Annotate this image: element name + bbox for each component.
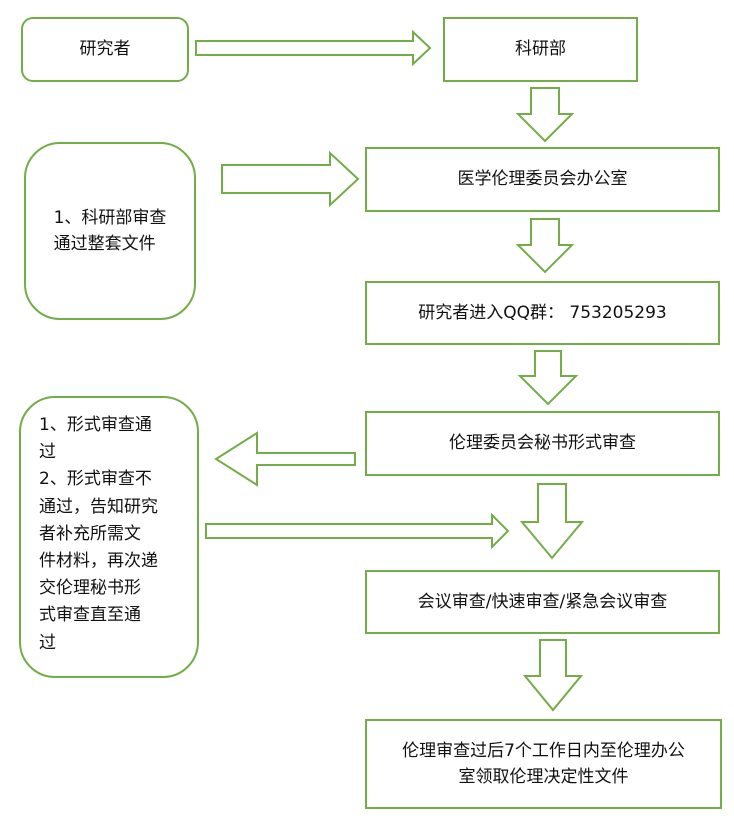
researcher-label: 研究者 — [79, 39, 131, 60]
meeting-review-label: 会议审查/快速审查/紧急会议审查 — [417, 591, 668, 612]
dept-review-note-box: 1、科研部审查 通过整套文件 — [24, 142, 196, 320]
final-step-box: 伦理审查过后7个工作日内至伦理办公 室领取伦理决定性文件 — [365, 719, 722, 809]
meeting-review-box: 会议审查/快速审查/紧急会议审查 — [365, 570, 720, 634]
arrow-down-office-to-qq — [515, 218, 575, 274]
formal-review-box: 伦理委员会秘书形式审查 — [365, 411, 720, 476]
formal-review-note-label: 1、形式审查通 过 2、形式审查不 通过，告知研究 者补充所需文 件材料，再次递… — [39, 415, 158, 653]
arrow-left-formal-to-note — [214, 431, 356, 487]
final-step-label: 伦理审查过后7个工作日内至伦理办公 室领取伦理决定性文件 — [402, 740, 685, 787]
formal-review-note-box: 1、形式审查通 过 2、形式审查不 通过，告知研究 者补充所需文 件材料，再次递… — [19, 396, 199, 678]
arrow-down-qq-to-formal — [517, 350, 579, 406]
arrow-down-meeting-to-final — [522, 639, 584, 712]
research-dept-label: 科研部 — [515, 39, 566, 60]
research-dept-box: 科研部 — [443, 17, 638, 82]
arrow-right-researcher-to-dept — [195, 29, 432, 67]
qq-group-label: 研究者进入QQ群： 753205293 — [418, 302, 667, 323]
arrow-down-formal-to-meeting — [519, 483, 585, 560]
arrow-right-note-to-meeting — [205, 512, 510, 550]
formal-review-label: 伦理委员会秘书形式审查 — [449, 433, 636, 454]
dept-review-note-label: 1、科研部审查 通过整套文件 — [53, 207, 167, 254]
ethics-office-label: 医学伦理委员会办公室 — [457, 169, 628, 190]
qq-group-box: 研究者进入QQ群： 753205293 — [365, 281, 720, 345]
arrow-right-note-to-office — [221, 150, 360, 208]
ethics-office-box: 医学伦理委员会办公室 — [365, 147, 720, 212]
arrow-down-dept-to-office — [515, 87, 575, 143]
researcher-box: 研究者 — [21, 17, 189, 82]
